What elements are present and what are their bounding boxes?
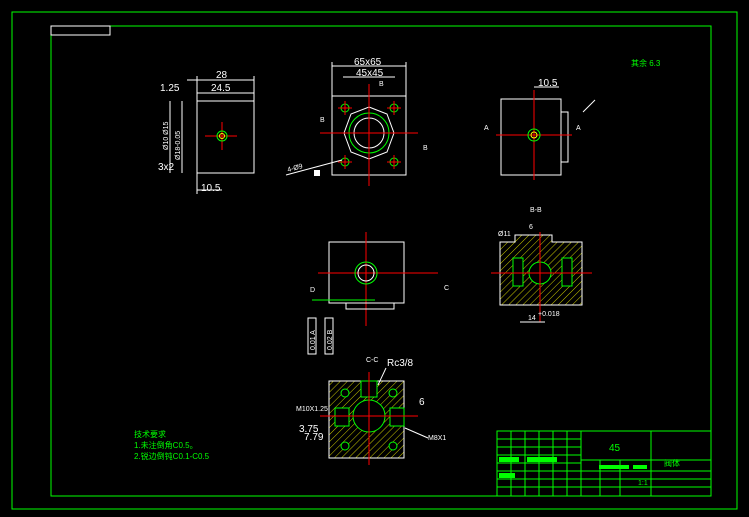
notes-line2: 2.锐边倒钝C0.1-C0.5: [134, 451, 210, 461]
bottom-view-hole-outer: [354, 261, 378, 285]
section-bb-dia: Ø11: [498, 231, 511, 238]
title-material: 45: [609, 443, 621, 454]
section-cc-port-right: [389, 407, 405, 427]
section-marker-a-left: A: [484, 125, 489, 132]
front-view-ref-box: [314, 170, 320, 176]
section-marker-d: D: [310, 287, 315, 294]
section-cc-m8: M8X1: [428, 435, 446, 442]
section-cc-thread: Rc3/8: [387, 358, 414, 369]
section-cc-hole-br: [388, 441, 398, 451]
tolerance-text-1: 0.01 A: [310, 330, 317, 350]
dim-1-25: 1.25: [160, 83, 180, 94]
dim-right-10-5: 10.5: [538, 78, 558, 89]
left-view-hole-outer: [216, 130, 228, 142]
roughness-note: 其余 6.3: [631, 58, 661, 68]
section-bb-dim6: 6: [529, 224, 533, 231]
right-view-hole-outer: [527, 128, 541, 142]
bottom-view-flange: [345, 302, 395, 310]
section-bb-title: B-B: [530, 207, 542, 214]
notes-heading: 技术要求: [134, 429, 166, 439]
front-view: 65x65 45x45 B 4-Ø9 B B: [285, 57, 428, 186]
sheet-outer-border: [11, 11, 738, 510]
section-cc-hole-bl: [340, 441, 350, 451]
dim-65x65: 65x65: [354, 57, 382, 68]
right-view-outline: [500, 98, 562, 176]
title-block: 45 阀体 1:1: [496, 430, 712, 497]
section-marker-b-top: B: [379, 81, 384, 88]
section-marker-a-right: A: [576, 125, 581, 132]
title-part-name: 阀体: [664, 458, 680, 468]
drawing-number-box: [50, 25, 111, 36]
section-cc-dim779: 7.79: [304, 432, 324, 443]
section-cc-port-left: [334, 407, 350, 427]
right-view-boss: [560, 111, 569, 163]
section-marker-b-left: B: [320, 117, 325, 124]
section-cc-m10: M10X1.25: [296, 406, 328, 413]
right-view: 10.5 A A 其余 6.3: [484, 58, 661, 180]
tolerance-text-2: 0.02 B: [327, 329, 334, 350]
section-cc-hole-tl: [340, 388, 350, 398]
section-marker-c: C: [444, 285, 449, 292]
notes-line1: 1.未注倒角C0.5。: [134, 440, 198, 450]
section-cc-hole-tr: [388, 388, 398, 398]
dim-3x2: 3x2: [158, 162, 175, 173]
dim-left-10-5: 10.5: [201, 183, 221, 194]
section-cc-dim6: 6: [419, 397, 425, 408]
section-bb-dim14: 14: [528, 315, 536, 322]
sheet-inner-border: [50, 25, 712, 497]
bottom-view: D C 0.01 A 0.02 B: [307, 232, 449, 355]
dim-28: 28: [216, 70, 228, 81]
dim-dia-side: Ø10 Ø15: [163, 121, 170, 150]
dim-hole-callout: 4-Ø9: [287, 163, 304, 174]
section-b-b: B-B Ø11 6 14 +0.018: [491, 207, 592, 323]
dim-dia-18: Ø18-0.05: [175, 131, 182, 160]
left-side-view: 28 24.5 1.25 Ø18-0.05 Ø10 Ø15 3x2 10.5: [158, 70, 255, 194]
section-bb-slot-right: [561, 257, 573, 287]
section-cc-title: C-C: [366, 357, 378, 364]
tolerance-frame-2: [324, 317, 334, 355]
title-scale: 1:1: [638, 480, 648, 487]
technical-notes: 技术要求 1.未注倒角C0.5。 2.锐边倒钝C0.1-C0.5: [134, 429, 210, 461]
section-bb-tol: +0.018: [538, 311, 560, 318]
section-bb-slot-left: [512, 257, 524, 287]
tolerance-frame-1: [307, 317, 317, 355]
left-view-outline: [196, 100, 255, 174]
dim-24-5: 24.5: [211, 83, 231, 94]
section-c-c: C-C Rc3/8 M10X1.25 6 3.75 7.79 M8X1: [296, 357, 446, 465]
bottom-view-hole-inner: [357, 264, 375, 282]
section-cc-dim375: 3.75: [299, 424, 319, 435]
section-marker-b-right: B: [423, 145, 428, 152]
dim-45x45: 45x45: [356, 68, 384, 79]
left-view-hole-inner: [219, 133, 225, 139]
right-view-hole-inner: [530, 131, 538, 139]
